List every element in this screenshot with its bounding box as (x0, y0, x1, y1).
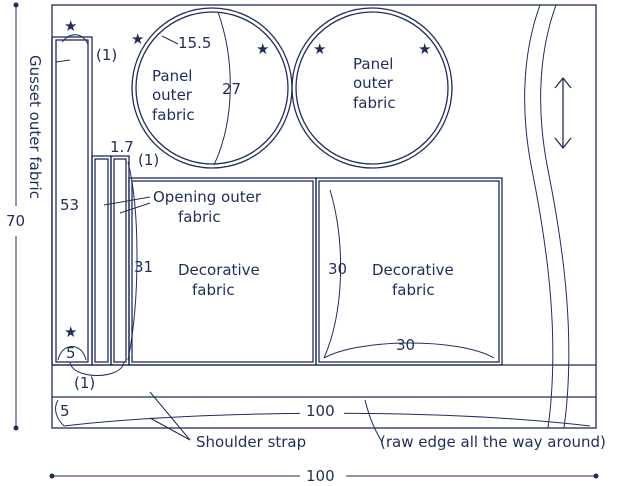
gusset-label-leader (55, 59, 71, 63)
bottom-seam-arc (69, 361, 125, 376)
fabric-width-label: 100 (306, 467, 335, 485)
star-icon: ★ (64, 17, 77, 35)
opening-seam-label: (1) (138, 151, 159, 169)
gusset-seam-label: (1) (96, 46, 117, 64)
radius-leader (161, 35, 179, 45)
panel-circle-right (291, 7, 453, 169)
strap-width-label: 5 (60, 402, 70, 420)
raw-edge-label: (raw edge all the way around) (380, 433, 606, 451)
gusset-top-arc (61, 34, 89, 45)
diameter-arc (213, 11, 231, 166)
opening-length-label: 31 (134, 258, 153, 276)
gusset-width-label: 5 (66, 344, 76, 362)
opening-strip-left (91, 155, 112, 366)
deco-width-arc (323, 342, 495, 359)
opening-label-2: fabric (178, 208, 221, 226)
opening-width-label: 1.7 (110, 138, 134, 156)
opening-label-1: Opening outer (153, 188, 262, 206)
star-icon: ★ (131, 30, 144, 48)
bottom-seam-label: (1) (74, 374, 95, 392)
deco-height-label: 30 (328, 260, 347, 278)
panel-right-label-2: outer (353, 74, 394, 92)
strap-width-arc (55, 399, 65, 427)
deco-right-label-2: fabric (392, 281, 435, 299)
fold-line-right (540, 4, 570, 429)
grain-arrow-icon (554, 76, 572, 150)
star-icon: ★ (64, 323, 77, 341)
gusset-length-label: 53 (60, 196, 79, 214)
gusset-label: Gusset outer fabric (26, 55, 44, 199)
fold-line-left (524, 4, 554, 429)
fabric-length-label: 70 (6, 212, 25, 230)
star-icon: ★ (313, 40, 326, 58)
star-icon: ★ (418, 40, 431, 58)
raw-edge-leader (364, 399, 383, 443)
width-label-mask (300, 466, 346, 484)
gusset-bottom-arc (57, 346, 87, 361)
diameter-label: 27 (222, 80, 241, 98)
deco-height-arc (323, 189, 342, 359)
deco-right-label-1: Decorative (372, 261, 454, 279)
strap-label-mask (300, 402, 344, 420)
star-icon: ★ (256, 40, 269, 58)
strap-label: Shoulder strap (196, 433, 306, 451)
panel-left-label-3: fabric (152, 106, 195, 124)
panel-left-label-2: outer (152, 86, 193, 104)
strap-leader-2 (149, 417, 191, 441)
deco-left-label-2: fabric (192, 281, 235, 299)
opening-leader-1 (103, 196, 151, 206)
strap-length-label: 100 (306, 402, 335, 420)
opening-strip-right (110, 155, 130, 366)
radius-label: 15.5 (178, 34, 211, 52)
panel-left-label-1: Panel (152, 67, 192, 85)
deco-width-label: 30 (396, 336, 415, 354)
strap-leader-1 (149, 391, 191, 441)
panel-right-label-1: Panel (353, 55, 393, 73)
length-label-mask (6, 206, 26, 236)
deco-left-label-1: Decorative (178, 261, 260, 279)
panel-right-label-3: fabric (353, 94, 396, 112)
